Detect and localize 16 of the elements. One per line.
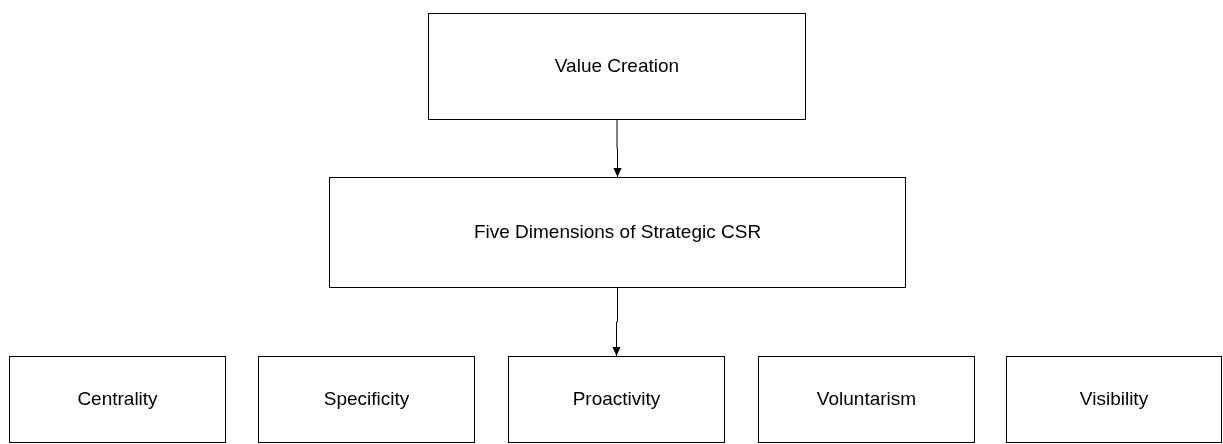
box-label: Voluntarism <box>816 388 917 411</box>
process-box <box>758 356 975 443</box>
arrow <box>612 287 621 357</box>
box-label: Five Dimensions of Strategic CSR <box>473 221 762 244</box>
box-label: Centrality <box>77 388 158 411</box>
arrow <box>613 119 622 178</box>
process-box <box>428 13 806 120</box>
process-box <box>508 356 725 443</box>
process-box <box>9 356 226 443</box>
box-label: Visibility <box>1079 388 1149 411</box>
box-label: Proactivity <box>572 388 661 411</box>
box-label: Value Creation <box>554 55 680 78</box>
process-box <box>258 356 475 443</box>
process-box <box>329 177 906 288</box>
box-label: Specificity <box>323 388 410 411</box>
process-box <box>1006 356 1222 443</box>
